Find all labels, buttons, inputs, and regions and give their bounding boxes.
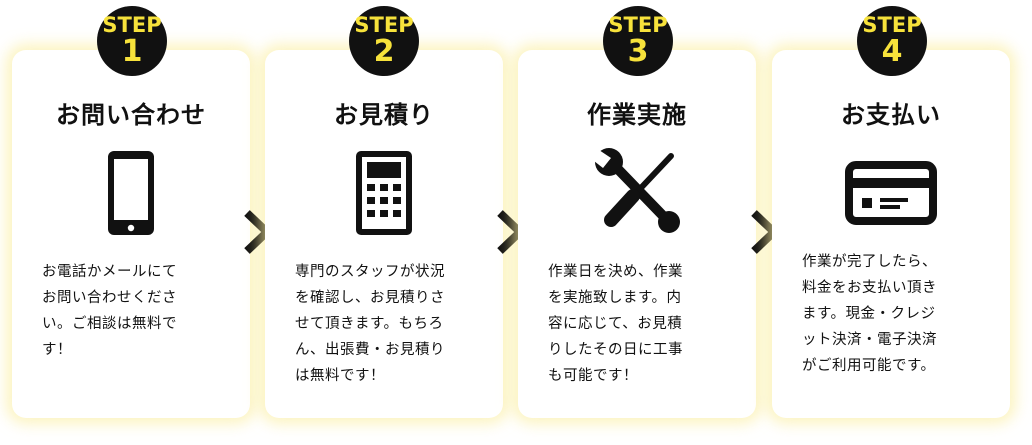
step-label: STEP xyxy=(354,13,414,37)
step-number: 2 xyxy=(373,34,395,69)
step-label: STEP xyxy=(608,13,668,37)
step-number: 4 xyxy=(881,34,903,69)
step-card-2: お見積り 専門のスタッフが状況 を確認し、お見積りさ せて頂きます。もちろ ん、… xyxy=(265,50,503,418)
step-description: 専門のスタッフが状況 を確認し、お見積りさ せて頂きます。もちろ ん、出張費・お… xyxy=(295,264,445,384)
step-badge-2: STEP 2 xyxy=(349,6,419,76)
step-badge-3: STEP 3 xyxy=(603,6,673,76)
step-description: お電話かメールにて お問い合わせくださ い。ご相談は無料で す！ xyxy=(42,264,177,358)
step-label: STEP xyxy=(102,13,162,37)
tools-icon xyxy=(589,148,680,233)
credit-card-icon xyxy=(845,161,937,225)
step-number: 1 xyxy=(121,34,143,69)
calculator-icon xyxy=(356,151,412,235)
step-label: STEP xyxy=(862,13,922,37)
step-number: 3 xyxy=(627,34,649,69)
step-title: お問い合わせ xyxy=(56,101,206,129)
step-card-4: お支払い 作業が完了したら、 料金をお支払い頂き ます。現金・クレジ ット決済・… xyxy=(772,50,1010,418)
step-card-1: お問い合わせ お電話かメールにて お問い合わせくださ い。ご相談は無料で す！ xyxy=(12,50,250,418)
step-badge-4: STEP 4 xyxy=(857,6,927,76)
step-title: 作業実施 xyxy=(587,101,687,129)
smartphone-icon xyxy=(108,151,154,235)
step-card-3: 作業実施 作業日を決め、作業 を実施致します。内 容に応じて、お見積 りしたその… xyxy=(518,50,756,418)
step-description: 作業が完了したら、 料金をお支払い頂き ます。現金・クレジ ット決済・電子決済 … xyxy=(802,254,937,374)
step-description: 作業日を決め、作業 を実施致します。内 容に応じて、お見積 りしたその日に工事 … xyxy=(548,264,683,384)
step-badge-1: STEP 1 xyxy=(97,6,167,76)
step-title: お支払い xyxy=(841,101,941,129)
step-title: お見積り xyxy=(334,101,434,129)
